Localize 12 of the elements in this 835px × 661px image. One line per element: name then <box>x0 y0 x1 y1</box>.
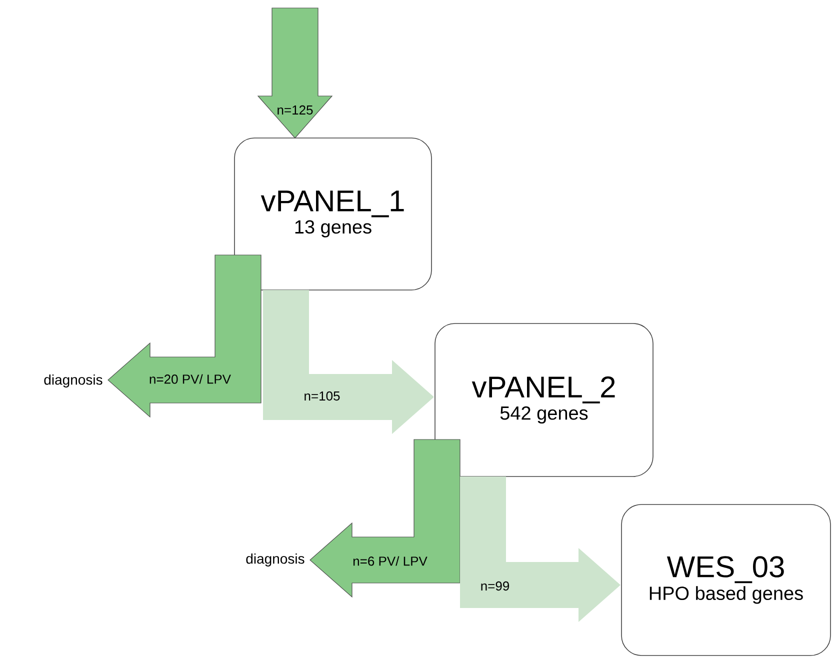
edge-label: n=6 PV/ LPV <box>352 555 428 567</box>
label-text: diagnosis <box>246 553 304 567</box>
block-arrow <box>310 439 460 598</box>
rounded-box: vPANEL_1 13 genes <box>234 138 432 290</box>
rounded-box: vPANEL_2 542 genes <box>434 323 654 477</box>
block-arrow <box>257 8 333 138</box>
block-arrow <box>263 290 434 434</box>
rounded-box: WES_03 HPO based genes <box>621 504 831 656</box>
label-text: diagnosis <box>44 374 102 388</box>
block-arrow <box>108 254 262 418</box>
block-arrow <box>460 476 620 622</box>
edge-label: n=20 PV/ LPV <box>148 373 232 385</box>
